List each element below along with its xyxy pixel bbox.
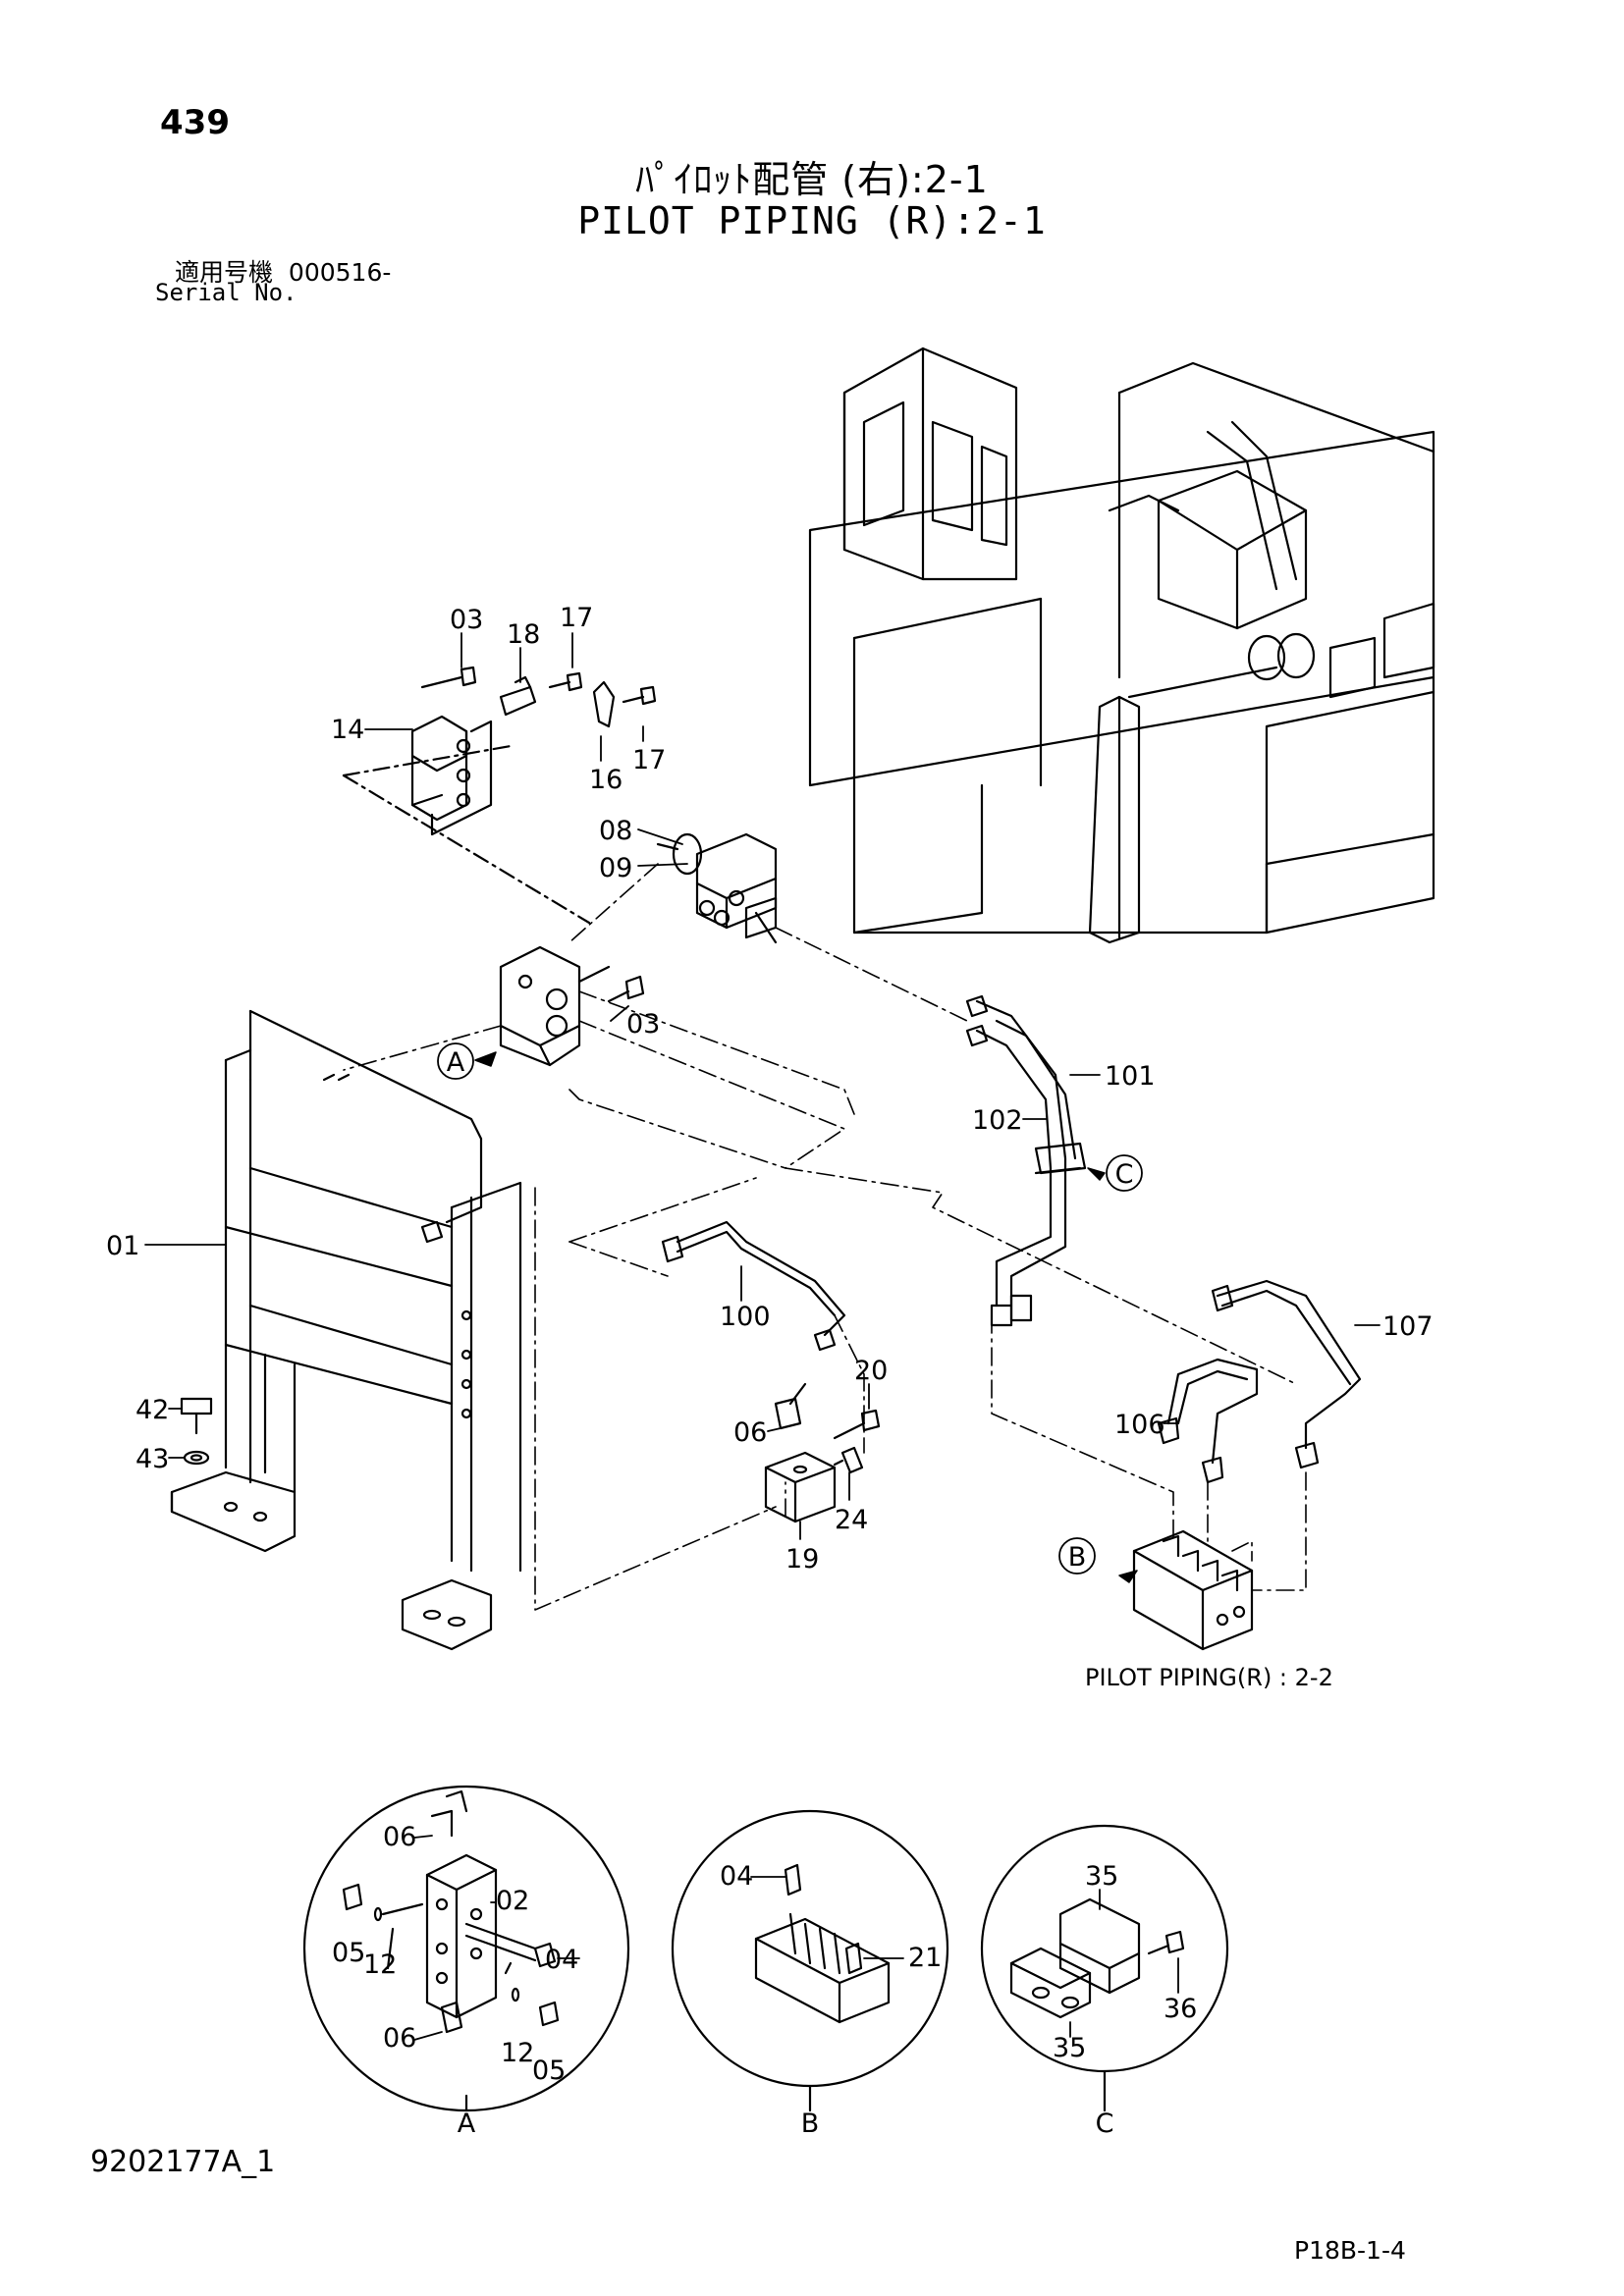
frame-stand	[170, 1009, 522, 1651]
drawing-number: 9202177A_1	[90, 2145, 276, 2179]
callout-label: 03	[450, 605, 483, 635]
detail-ref-label: A	[447, 1047, 465, 1078]
serial-label-japanese: 適用号機 000516-	[175, 253, 391, 289]
callout-label: 100	[720, 1302, 771, 1332]
detail-b-callouts: 04 21 B	[720, 1861, 942, 2139]
detail-label: A	[458, 2109, 476, 2139]
serial-value: 000516-	[288, 258, 392, 287]
machine-context-drawing	[808, 347, 1435, 944]
detail-label: B	[801, 2109, 820, 2139]
callout-label: 14	[331, 715, 364, 745]
callout-label: 42	[135, 1395, 169, 1425]
detail-ref-c: C	[1106, 1154, 1143, 1192]
callout-labels: 03 18 17 14 16 17 08 09 03 01 42 43 100 …	[106, 603, 1434, 1575]
pipe-assembly	[661, 994, 1362, 1651]
detail-b-leaders	[750, 1876, 904, 1959]
callout-label: 24	[835, 1505, 868, 1535]
callout-label: 16	[589, 765, 623, 795]
callout-label: 35	[1053, 2033, 1086, 2063]
callout-label: 36	[1164, 1994, 1197, 2024]
detail-ref-a: A	[437, 1042, 474, 1080]
callout-label: 05	[532, 2056, 566, 2086]
callout-label: 18	[507, 619, 540, 650]
page-title-japanese: ﾊﾟｲﾛｯﾄ配管 (右):2-1	[635, 158, 989, 201]
leader-lines	[144, 632, 1380, 1540]
detail-ref-b: B	[1058, 1537, 1096, 1575]
bracket-assembly	[342, 666, 657, 925]
callout-label: 101	[1105, 1061, 1156, 1092]
callout-label: 20	[854, 1356, 888, 1386]
callout-label: 21	[908, 1943, 942, 1973]
callout-label: 01	[106, 1231, 139, 1261]
callout-label: 08	[599, 816, 632, 846]
callout-label: 03	[626, 1009, 660, 1040]
callout-label: 12	[363, 1949, 397, 1980]
detail-b	[671, 1809, 949, 2112]
callout-label: 43	[135, 1444, 169, 1474]
callout-label: 04	[545, 1945, 578, 1975]
solenoid-valve	[656, 832, 778, 944]
detail-c-leaders	[1069, 1889, 1179, 2038]
callout-label: 06	[733, 1417, 767, 1448]
callout-label: 12	[501, 2038, 534, 2068]
callout-label: 19	[785, 1544, 819, 1575]
callout-label: 04	[720, 1861, 753, 1892]
callout-label: 06	[383, 1822, 416, 1852]
sheet-code: P18B-1-4	[1294, 2236, 1406, 2265]
page-title-english: PILOT PIPING (R):2-1	[577, 199, 1047, 242]
callout-label: 17	[560, 603, 593, 633]
page-number: 439	[160, 103, 230, 142]
callout-label: 06	[383, 2023, 416, 2054]
callout-label: 106	[1114, 1410, 1165, 1440]
connection-lines	[343, 863, 1307, 1611]
serial-label-ja: 適用号機	[175, 258, 274, 287]
callout-label: 102	[972, 1105, 1023, 1136]
detail-ref-label: C	[1115, 1159, 1134, 1190]
valve-block-a	[499, 945, 645, 1067]
callout-label: 02	[496, 1886, 529, 1916]
callout-label: 107	[1382, 1311, 1434, 1342]
detail-c	[980, 1824, 1229, 2112]
cross-reference-text: PILOT PIPING(R) : 2-2	[1085, 1664, 1333, 1691]
detail-a-leaders	[413, 1835, 580, 2041]
callout-label: 09	[599, 853, 632, 883]
detail-ref-arrows	[474, 1051, 1138, 1583]
serial-label-english: Serial No.	[155, 279, 298, 306]
callout-label: 05	[332, 1938, 365, 1968]
detail-c-callouts: 35 36 35 C	[1053, 1861, 1197, 2139]
callout-label: 17	[632, 745, 666, 775]
detail-ref-label: B	[1068, 1542, 1087, 1573]
callout-label: 35	[1085, 1861, 1118, 1892]
detail-a	[302, 1785, 630, 2112]
detail-a-callouts: 06 02 05 12 04 06 12 05 A	[332, 1822, 578, 2139]
detail-label: C	[1096, 2109, 1114, 2139]
